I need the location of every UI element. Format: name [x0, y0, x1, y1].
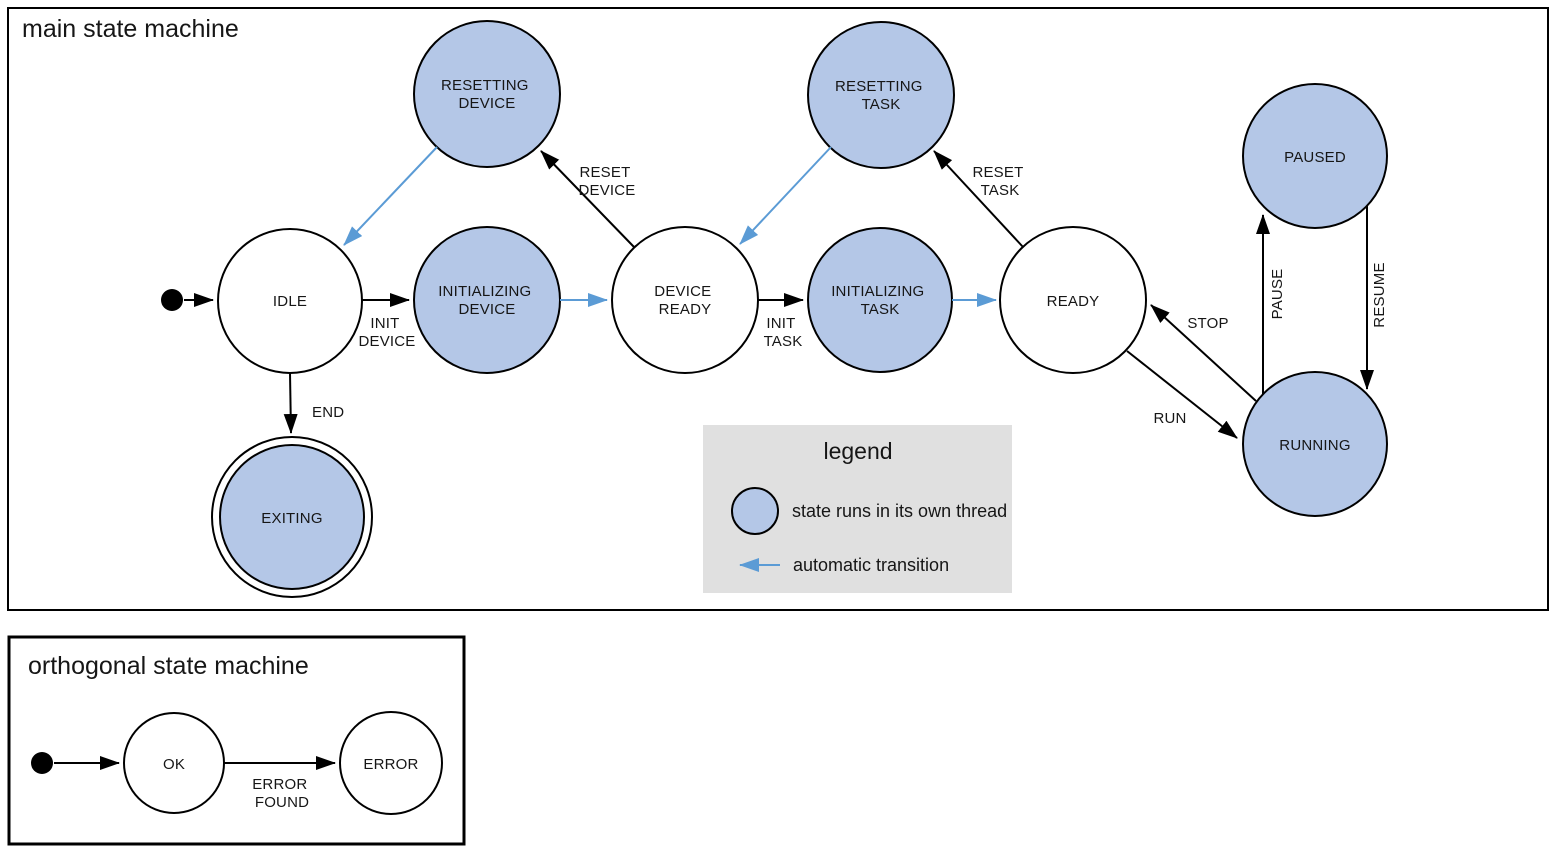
auto-transition-resetting-device-to-idle [343, 146, 438, 246]
state-paused [1242, 83, 1388, 229]
legend-thread-item-label: state runs in its own thread [792, 501, 1007, 521]
transition-stop-label: STOP [1187, 315, 1228, 332]
orthogonal-state-machine-panel: orthogonal state machine OK ERROR ERROR … [7, 635, 466, 846]
state-ready [999, 226, 1147, 374]
state-paused-label: PAUSED [1284, 149, 1346, 166]
orthogonal-panel-title: orthogonal state machine [28, 652, 309, 680]
state-running [1242, 371, 1388, 517]
transition-init-device-label: INIT DEVICE [358, 315, 415, 350]
legend-thread-state-icon [731, 487, 779, 535]
transition-device-ready-to-resetting-device [540, 150, 635, 248]
state-error [339, 711, 443, 815]
state-running-label: RUNNING [1279, 437, 1350, 454]
transition-running-to-ready-stop [1150, 304, 1257, 402]
transition-pause-label: PAUSE [1269, 269, 1286, 320]
state-initializing-task-label: INITIALIZING TASK [831, 283, 929, 318]
state-resetting-device [413, 20, 561, 168]
transition-resume-label: RESUME [1371, 262, 1388, 327]
state-ok-label: OK [163, 756, 185, 773]
state-exiting [219, 444, 365, 590]
legend: legend state runs in its own thread auto… [703, 425, 1012, 593]
state-idle-label: IDLE [273, 293, 307, 310]
main-initial-state-dot [161, 289, 183, 311]
state-ready-label: READY [1047, 293, 1100, 310]
state-resetting-task [807, 21, 955, 169]
transition-reset-task-label: RESET TASK [972, 164, 1027, 199]
transition-error-found-label: ERROR FOUND [252, 776, 312, 811]
state-device-ready [611, 226, 759, 374]
state-resetting-device-label: RESETTING DEVICE [441, 77, 533, 112]
state-error-label: ERROR [363, 756, 418, 773]
transition-reset-device-label: RESET DEVICE [578, 164, 635, 199]
transition-init-task-label: INIT TASK [764, 315, 803, 350]
state-initializing-device [413, 226, 561, 374]
state-resetting-task-label: RESETTING TASK [835, 78, 927, 113]
orthogonal-initial-state-dot [31, 752, 53, 774]
main-panel-border [7, 7, 1549, 611]
auto-transition-resetting-task-to-device-ready [739, 146, 832, 245]
transition-run-label: RUN [1153, 410, 1186, 427]
legend-title: legend [823, 438, 892, 464]
state-exiting-label: EXITING [261, 510, 322, 527]
main-state-machine-panel: main state machine IDLE RESETTING DEVICE… [7, 7, 1549, 611]
orthogonal-panel-border [7, 635, 466, 846]
state-device-ready-label: DEVICE READY [654, 283, 715, 318]
main-panel-title: main state machine [22, 15, 239, 43]
state-initializing-device-label: INITIALIZING DEVICE [438, 283, 536, 318]
legend-auto-item-label: automatic transition [793, 555, 949, 575]
state-initializing-task [807, 227, 953, 373]
transition-ready-to-resetting-task [933, 150, 1024, 248]
transition-end-label: END [312, 404, 344, 421]
transition-idle-to-exiting [283, 372, 298, 434]
transition-ready-to-running-run [1126, 350, 1238, 439]
